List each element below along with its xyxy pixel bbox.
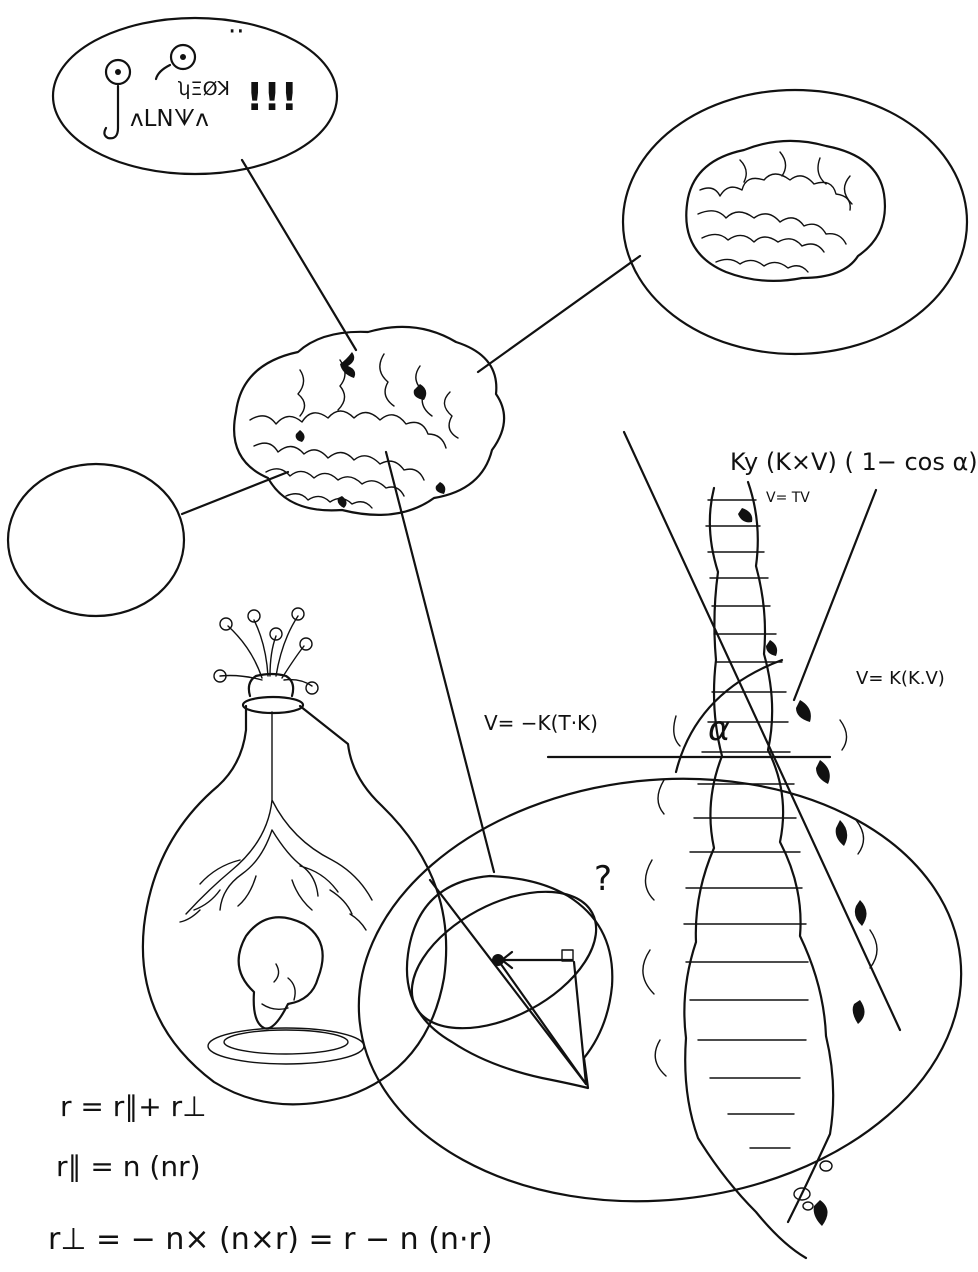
- r-sum-formula: r = r∥+ r⊥: [60, 1090, 207, 1123]
- sphere-diagram: ?: [389, 859, 618, 1088]
- v-neg-formula: V= −K(T·K): [484, 711, 598, 735]
- speech-glyph-line-2: ᴧꓡꓠᗐᴧ: [130, 106, 209, 132]
- v-parallel-formula: V= K(K.V): [856, 668, 945, 689]
- flask-drawing: [143, 608, 446, 1104]
- alpha-symbol: α: [708, 709, 730, 749]
- empty-thought-oval: [8, 464, 184, 616]
- speech-umlaut: ··: [228, 17, 245, 47]
- r-perpendicular-formula: r⊥ = − n× (n×r) = r − n (n·r): [48, 1222, 493, 1257]
- spine-drawing: [643, 482, 877, 1258]
- rotation-formula: Ky (K×V) ( 1− cos α): [730, 448, 978, 476]
- speech-exclaim: !!!: [246, 75, 298, 119]
- brain-thought-oval: [623, 90, 967, 354]
- connector-lines: [182, 160, 900, 1030]
- v-tv-formula: V= TV: [766, 490, 810, 506]
- question-mark: ?: [594, 859, 612, 899]
- r-parallel-formula: r∥ = n (nr): [56, 1150, 201, 1183]
- speech-bubble: ·· ʮΞØꓘ ᴧꓡꓠᗐᴧ !!!: [53, 17, 337, 174]
- brain-drawing: [234, 327, 504, 515]
- speech-glyph-line-1: ʮΞØꓘ: [178, 78, 230, 100]
